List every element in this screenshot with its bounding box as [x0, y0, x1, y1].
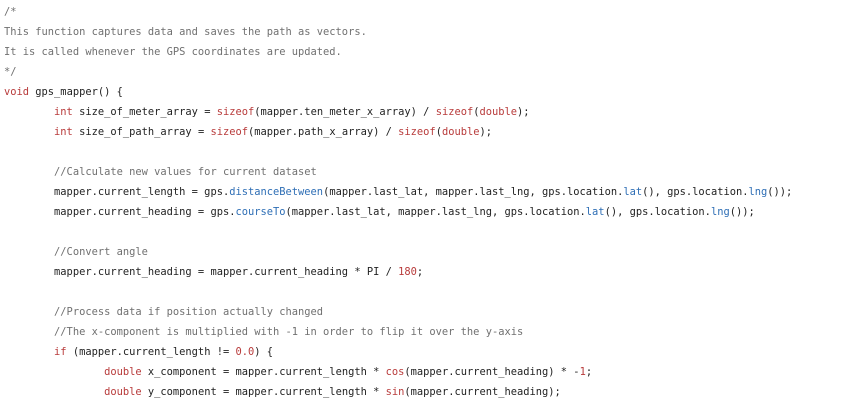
keyword-token: int	[54, 106, 73, 118]
code-token: (mapper.last_lat, mapper.last_lng, gps.l…	[323, 186, 624, 198]
code-line: double y_component = mapper.current_leng…	[4, 382, 561, 402]
function-token: lng	[710, 206, 730, 218]
keyword-token: double	[104, 386, 142, 398]
code-token: mapper.current_heading = mapper.current_…	[4, 266, 399, 278]
keyword-token: if	[54, 346, 67, 358]
function-token: lat	[623, 186, 643, 198]
code-token	[4, 326, 54, 338]
keyword-token: sizeof	[210, 126, 249, 138]
keyword-token: sizeof	[435, 106, 474, 118]
code-line: int size_of_meter_array = sizeof(mapper.…	[4, 102, 530, 122]
keyword-token: sizeof	[398, 126, 436, 138]
comment-token: //Convert angle	[54, 246, 148, 258]
code-line: //The x-component is multiplied with -1 …	[4, 322, 523, 342]
code-line: //Process data if position actually chan…	[4, 302, 323, 322]
code-token	[4, 166, 54, 178]
code-token: size_of_meter_array =	[72, 106, 217, 118]
comment-token: It is called whenever the GPS coordinate…	[4, 46, 342, 58]
function-token: courseTo	[235, 206, 286, 218]
code-line: */	[4, 62, 17, 82]
code-line: //Convert angle	[4, 242, 148, 262]
comment-token: */	[4, 66, 17, 78]
code-token: gps_mapper() {	[29, 86, 123, 98]
code-token: (mapper.path_x_array) /	[248, 126, 399, 138]
function-token: lat	[585, 206, 605, 218]
code-token	[4, 246, 54, 258]
code-token: );	[479, 126, 493, 138]
function-token: distanceBetween	[229, 186, 324, 198]
code-token: ;	[416, 266, 424, 278]
code-token	[4, 366, 104, 378]
keyword-token: double	[104, 366, 142, 378]
code-line: /*	[4, 2, 17, 22]
code-token: ;	[585, 366, 593, 378]
comment-token: /*	[4, 6, 17, 18]
code-token	[4, 346, 54, 358]
code-token: (mapper.current_heading) * -	[404, 366, 580, 378]
keyword-token: double	[441, 126, 480, 138]
code-line: if (mapper.current_length != 0.0) {	[4, 342, 273, 362]
code-token: (mapper.current_length !=	[66, 346, 236, 358]
number-token: 0.0	[235, 346, 255, 358]
keyword-token: sizeof	[216, 106, 255, 118]
comment-token: This function captures data and saves th…	[4, 26, 367, 38]
keyword-token: cos	[385, 366, 405, 378]
code-token: (mapper.ten_meter_x_array) /	[254, 106, 436, 118]
code-token: (	[473, 106, 480, 118]
code-token	[4, 386, 104, 398]
number-token: 1	[579, 366, 586, 378]
keyword-token: double	[479, 106, 518, 118]
code-token: mapper.current_length = gps.	[4, 186, 230, 198]
keyword-token: sin	[385, 386, 405, 398]
code-line: //Calculate new values for current datas…	[4, 162, 317, 182]
code-token: size_of_path_array =	[72, 126, 211, 138]
code-token: (mapper.current_heading);	[404, 386, 561, 398]
keyword-token: int	[54, 126, 73, 138]
code-line: mapper.current_heading = gps.courseTo(ma…	[4, 202, 755, 222]
code-line: This function captures data and saves th…	[4, 22, 367, 42]
code-token: y_component = mapper.current_length *	[141, 386, 386, 398]
comment-token: //Calculate new values for current datas…	[54, 166, 317, 178]
code-token	[4, 126, 54, 138]
code-line: int size_of_path_array = sizeof(mapper.p…	[4, 122, 492, 142]
code-token: ());	[767, 186, 793, 198]
code-line: void gps_mapper() {	[4, 82, 123, 102]
comment-token: //Process data if position actually chan…	[54, 306, 324, 318]
comment-token: //The x-component is multiplied with -1 …	[54, 326, 524, 338]
code-token: (mapper.last_lat, mapper.last_lng, gps.l…	[285, 206, 586, 218]
code-line: mapper.current_heading = mapper.current_…	[4, 262, 423, 282]
keyword-token: void	[4, 86, 30, 98]
code-token: );	[517, 106, 530, 118]
code-token: (), gps.location.	[604, 206, 711, 218]
code-token	[4, 106, 54, 118]
code-line: mapper.current_length = gps.distanceBetw…	[4, 182, 792, 202]
code-token: ());	[729, 206, 755, 218]
code-token: mapper.current_heading = gps.	[4, 206, 236, 218]
code-line: It is called whenever the GPS coordinate…	[4, 42, 342, 62]
code-token: x_component = mapper.current_length *	[141, 366, 386, 378]
code-token: (), gps.location.	[642, 186, 749, 198]
number-token: 180	[398, 266, 417, 278]
code-token: ) {	[254, 346, 274, 358]
code-token: (	[435, 126, 442, 138]
code-token	[4, 306, 54, 318]
code-line: double x_component = mapper.current_leng…	[4, 362, 592, 382]
function-token: lng	[748, 186, 768, 198]
